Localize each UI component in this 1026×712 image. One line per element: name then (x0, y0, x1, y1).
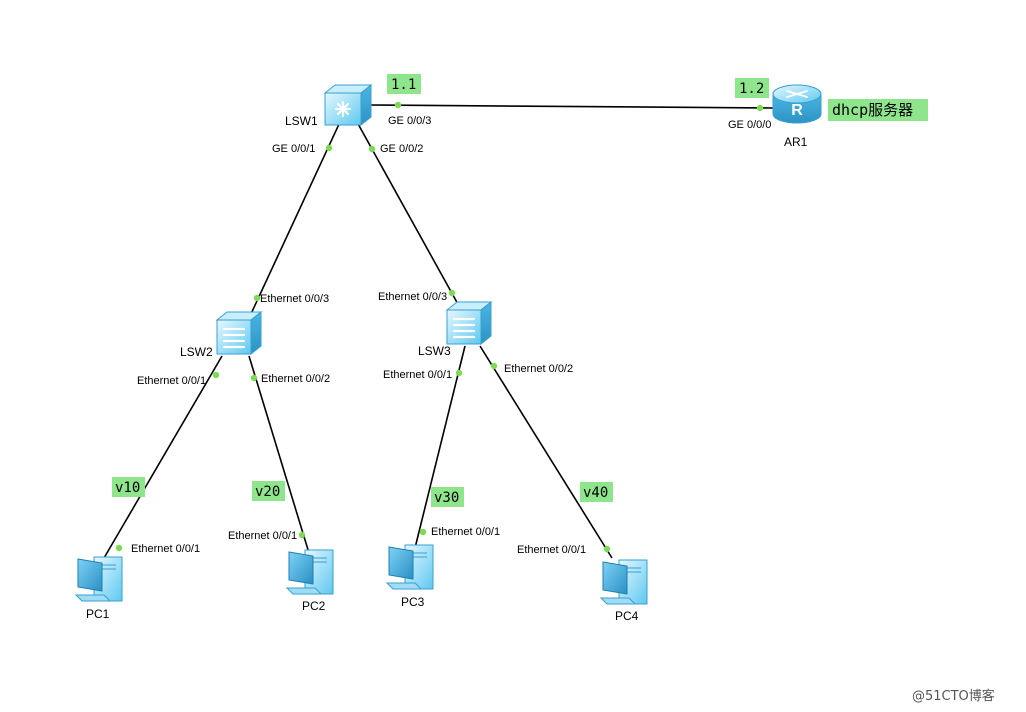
port-label: Ethernet 0/0/1 (383, 369, 452, 381)
pc3-computer-icon[interactable] (385, 544, 434, 590)
vlan-tag-v10: v10 (112, 477, 145, 497)
port-label: GE 0/0/0 (728, 119, 771, 131)
pc4-label: PC4 (615, 609, 639, 623)
link-lsw1-ar1[interactable] (367, 104, 776, 109)
pc2-computer-icon[interactable] (285, 549, 334, 595)
lsw2-switch-icon[interactable] (215, 310, 263, 356)
link-lsw3-pc4[interactable] (479, 345, 613, 559)
port-dot (325, 144, 333, 152)
lsw2-label: LSW2 (180, 345, 213, 359)
port-dot (250, 374, 258, 382)
port-label: Ethernet 0/0/1 (431, 526, 500, 538)
port-dot (419, 528, 427, 536)
vlan-tag-v40: v40 (580, 482, 613, 502)
link-lsw2-pc1[interactable] (103, 355, 223, 559)
lsw1-label: LSW1 (285, 114, 318, 128)
svg-text:1.2: 1.2 (739, 81, 764, 97)
port-label: Ethernet 0/0/2 (504, 363, 573, 375)
svg-text:R: R (791, 102, 803, 119)
port-label: Ethernet 0/0/1 (131, 543, 200, 555)
port-dot (756, 104, 764, 112)
port-label: Ethernet 0/0/3 (260, 293, 329, 305)
port-dot (212, 371, 220, 379)
port-label: GE 0/0/3 (388, 115, 431, 127)
port-label: Ethernet 0/0/1 (137, 375, 206, 387)
svg-text:dhcp服务器: dhcp服务器 (832, 101, 913, 119)
link-lsw1-lsw2[interactable] (249, 121, 341, 317)
link-lsw2-pc2[interactable] (248, 355, 310, 554)
port-label: Ethernet 0/0/1 (517, 544, 586, 556)
vlan-tag-v20: v20 (252, 481, 285, 501)
pc1-label: PC1 (86, 607, 110, 621)
svg-text:v30: v30 (434, 490, 459, 506)
port-label: Ethernet 0/0/2 (261, 373, 330, 385)
svg-text:v40: v40 (583, 485, 608, 501)
ar1-label: AR1 (784, 135, 808, 149)
svg-text:v10: v10 (115, 480, 140, 496)
port-dot (455, 369, 463, 377)
vlan-tag-v30: v30 (431, 487, 464, 507)
pc4-computer-icon[interactable] (599, 559, 648, 605)
link-lsw1-lsw3[interactable] (356, 121, 460, 307)
svg-text:v20: v20 (255, 484, 280, 500)
link-lsw3-pc3[interactable] (414, 345, 466, 549)
ar1-router-icon[interactable]: R (772, 84, 822, 124)
pc3-label: PC3 (401, 595, 425, 609)
port-label: GE 0/0/2 (380, 143, 423, 155)
port-dot (603, 545, 611, 553)
pc1-computer-icon[interactable] (74, 556, 123, 602)
lsw3-label: LSW3 (418, 344, 451, 358)
port-dot (368, 145, 376, 153)
port-dot (115, 544, 123, 552)
port-dot (253, 294, 261, 302)
port-label: Ethernet 0/0/1 (228, 530, 297, 542)
ip-tag-lsw1: 1.1 (387, 74, 421, 94)
port-dot (394, 101, 402, 109)
pc2-label: PC2 (302, 599, 326, 613)
port-label: Ethernet 0/0/3 (378, 291, 447, 303)
watermark: @51CTO博客 (912, 688, 995, 704)
port-dot (298, 531, 306, 539)
lsw3-switch-icon[interactable] (445, 300, 493, 346)
port-label: GE 0/0/1 (272, 143, 315, 155)
svg-text:1.1: 1.1 (391, 77, 416, 93)
dhcp-server-tag: dhcp服务器 (828, 99, 928, 121)
lsw1-switch-icon[interactable] (323, 83, 373, 127)
ip-tag-ar1: 1.2 (735, 78, 769, 98)
port-dot (490, 362, 498, 370)
port-dot (448, 289, 456, 297)
